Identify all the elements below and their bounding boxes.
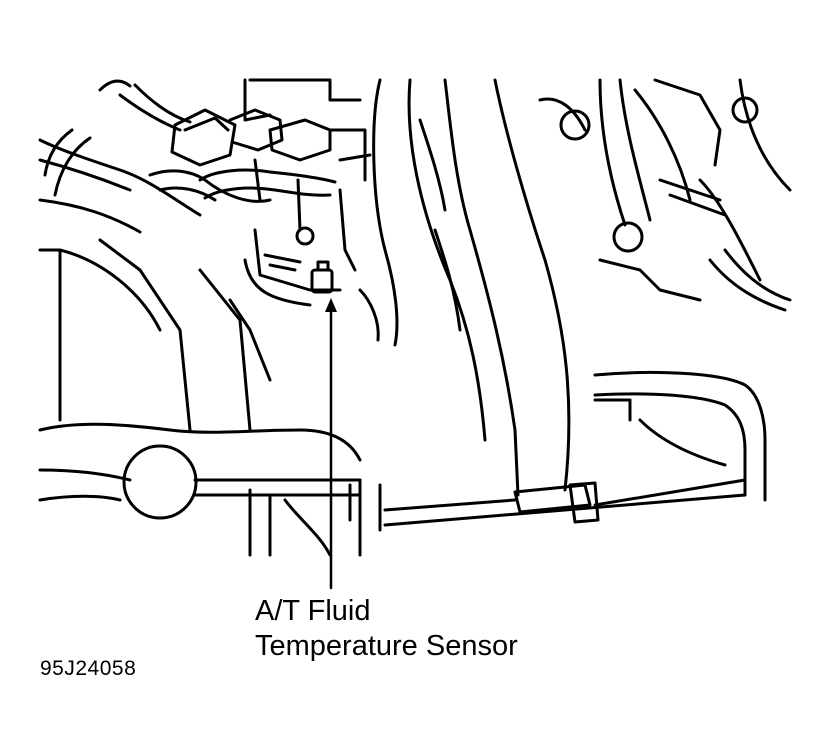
callout-line-2: Temperature Sensor [255, 630, 518, 662]
upper-engine-block [243, 78, 372, 307]
figure-code: 95J24058 [40, 657, 137, 680]
temperature-sensor [310, 260, 334, 294]
sensor-callout-label: A/T Fluid Temperature Sensor [255, 594, 518, 664]
callout-leader [325, 298, 337, 590]
callout-line-1: A/T Fluid [255, 595, 371, 627]
lower-left-bracket [38, 238, 382, 557]
right-bracket [383, 370, 767, 527]
left-wiring-harness [38, 79, 337, 246]
right-wiring-harness [538, 78, 792, 312]
main-hose [358, 78, 571, 497]
hose-clamp [513, 481, 600, 524]
